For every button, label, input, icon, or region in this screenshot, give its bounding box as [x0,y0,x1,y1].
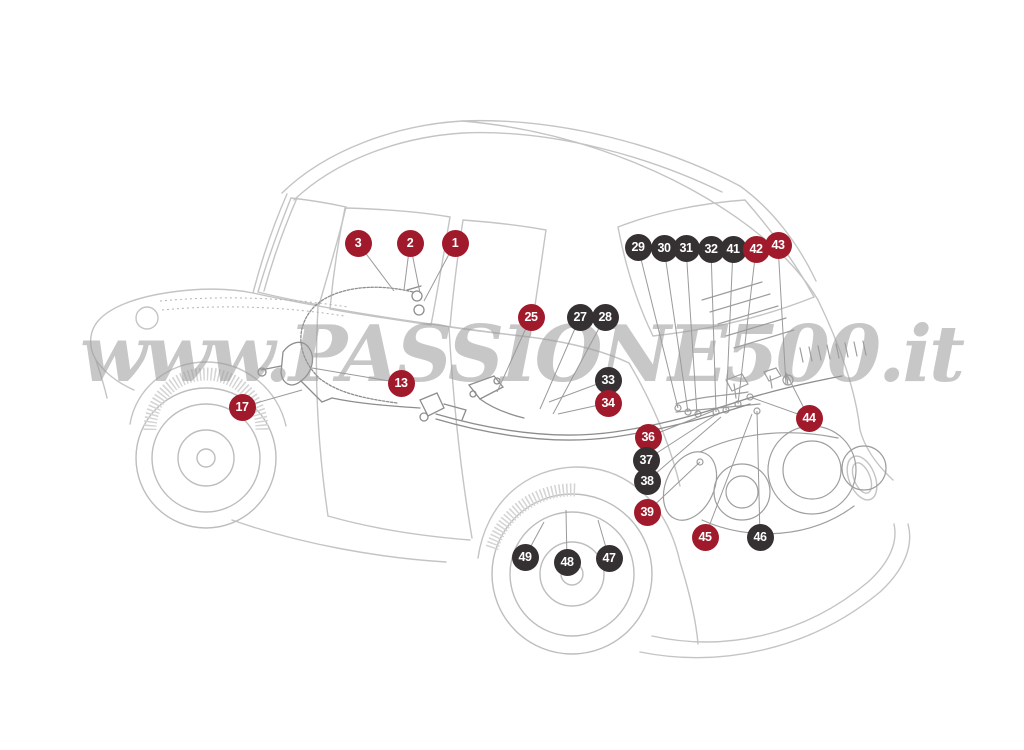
leader-line-42 [738,249,756,404]
leader-line-32 [711,249,716,412]
wheels [136,388,652,654]
leader-line-29 [638,247,678,408]
part-marker-17: 17 [228,393,256,421]
part-marker-2: 2 [396,229,424,257]
part-marker-39: 39 [633,498,661,526]
leader-line-28 [553,317,605,414]
part-marker-27: 27 [566,303,594,331]
part-marker-49: 49 [511,543,539,571]
part-marker-33: 33 [594,366,622,394]
part-marker-45: 45 [691,523,719,551]
leader-line-43 [778,245,786,385]
part-marker-47: 47 [595,544,623,572]
part-marker-29: 29 [624,233,652,261]
part-marker-31: 31 [672,234,700,262]
leader-line-13 [312,368,401,383]
part-marker-36: 36 [634,423,662,451]
leader-line-31 [686,248,697,414]
part-marker-46: 46 [746,523,774,551]
hood-trim-lines [160,298,348,316]
part-marker-48: 48 [553,548,581,576]
part-marker-3: 3 [344,229,372,257]
part-marker-13: 13 [387,369,415,397]
part-marker-25: 25 [517,303,545,331]
leader-line-38 [647,417,721,481]
part-marker-44: 44 [795,404,823,432]
leader-line-45 [705,414,752,537]
car-body-outline [91,121,910,658]
leader-line-30 [664,248,688,412]
leader-line-41 [726,249,733,410]
part-marker-38: 38 [633,467,661,495]
leader-line-27 [540,317,580,409]
part-marker-1: 1 [441,229,469,257]
engine-detail [653,282,886,534]
part-marker-43: 43 [764,231,792,259]
part-marker-28: 28 [591,303,619,331]
part-marker-34: 34 [594,389,622,417]
leader-line-46 [757,411,760,537]
part-marker-41: 41 [719,235,747,263]
